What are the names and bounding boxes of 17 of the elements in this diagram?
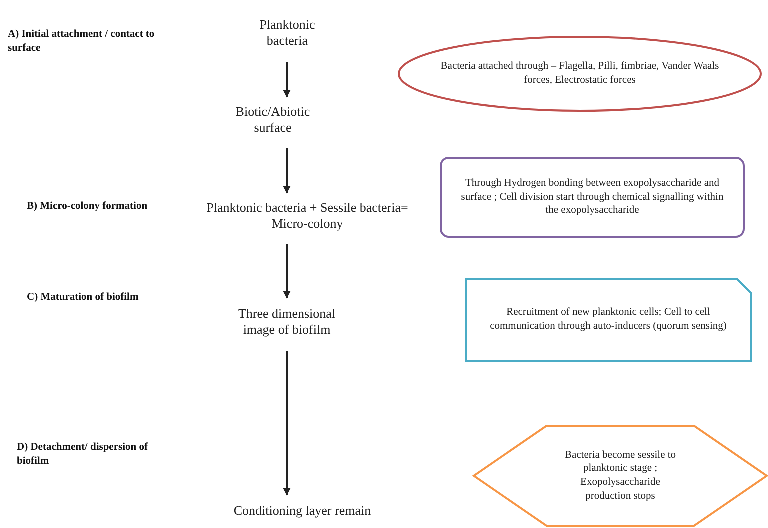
stage-label: B) Micro-colony formation bbox=[27, 200, 149, 214]
arrow bbox=[283, 351, 291, 496]
step-text: Planktonic bacteria bbox=[258, 16, 316, 50]
stage-label: C) Maturation of biofilm bbox=[27, 291, 140, 305]
step-text: Conditioning layer remain bbox=[234, 502, 372, 520]
arrow bbox=[283, 244, 291, 299]
description-text: Recruitment of new planktonic cells; Cell to cell communication through auto-inducers (quorum sensing) bbox=[489, 306, 728, 334]
stage-label: D) Detachment/ dispersion of biofilm bbox=[17, 441, 150, 470]
step-text: Planktonic bacteria + Sessile bacteria= Micro-colony bbox=[206, 200, 410, 232]
step-text: Three dimensional image of biofilm bbox=[237, 306, 337, 338]
stage-label: A) Initial attachment / contact to surface bbox=[8, 28, 156, 56]
arrow bbox=[283, 62, 291, 98]
arrow bbox=[283, 148, 291, 194]
step-text: Biotic/Abiotic surface bbox=[234, 104, 312, 136]
description-text: Bacteria become sessile to planktonic stage ; Exopolysaccharide production stops bbox=[564, 448, 678, 504]
description-text: Bacteria attached through – Flagella, Pilli, fimbriae, Vander Waals forces, Electrostatic forces bbox=[440, 60, 720, 88]
description-text: Through Hydrogen bonding between exopolysaccharide and surface ; Cell division start through chemical signalling within the exopolysaccharide bbox=[460, 177, 725, 218]
